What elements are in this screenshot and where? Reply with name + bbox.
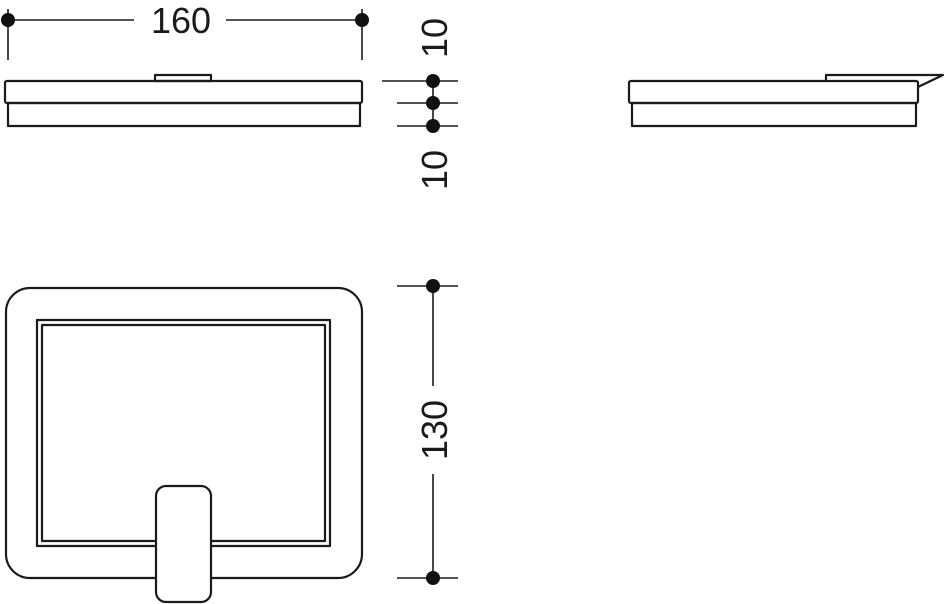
side-view-lower-slab [630, 101, 918, 128]
thickness-dim-bottom-dot [426, 119, 440, 133]
side-view [627, 73, 945, 128]
thickness-dimension: 10 10 [382, 18, 458, 190]
width-dim-start-dot [1, 13, 15, 27]
depth-dim-top-dot [426, 279, 440, 293]
thickness-dim-middle-dot [426, 96, 440, 110]
width-dim-end-dot [355, 13, 369, 27]
depth-dimension: 130 [397, 279, 458, 585]
depth-dim-bottom-dot [426, 571, 440, 585]
thickness-dim-top-dot [426, 74, 440, 88]
plan-view [4, 286, 364, 604]
depth-label: 130 [414, 400, 455, 460]
width-dimension: 160 [1, 0, 369, 60]
front-view-lower-slab [6, 101, 362, 128]
top-thickness-label: 10 [414, 18, 455, 58]
front-view-upper-slab [3, 79, 364, 105]
front-view [3, 73, 364, 128]
plan-clip [154, 484, 213, 604]
side-view-clip [824, 73, 945, 88]
side-view-upper-slab [627, 79, 920, 105]
front-view-clip [153, 73, 213, 83]
width-label: 160 [151, 0, 211, 41]
bottom-thickness-label: 10 [414, 150, 455, 190]
